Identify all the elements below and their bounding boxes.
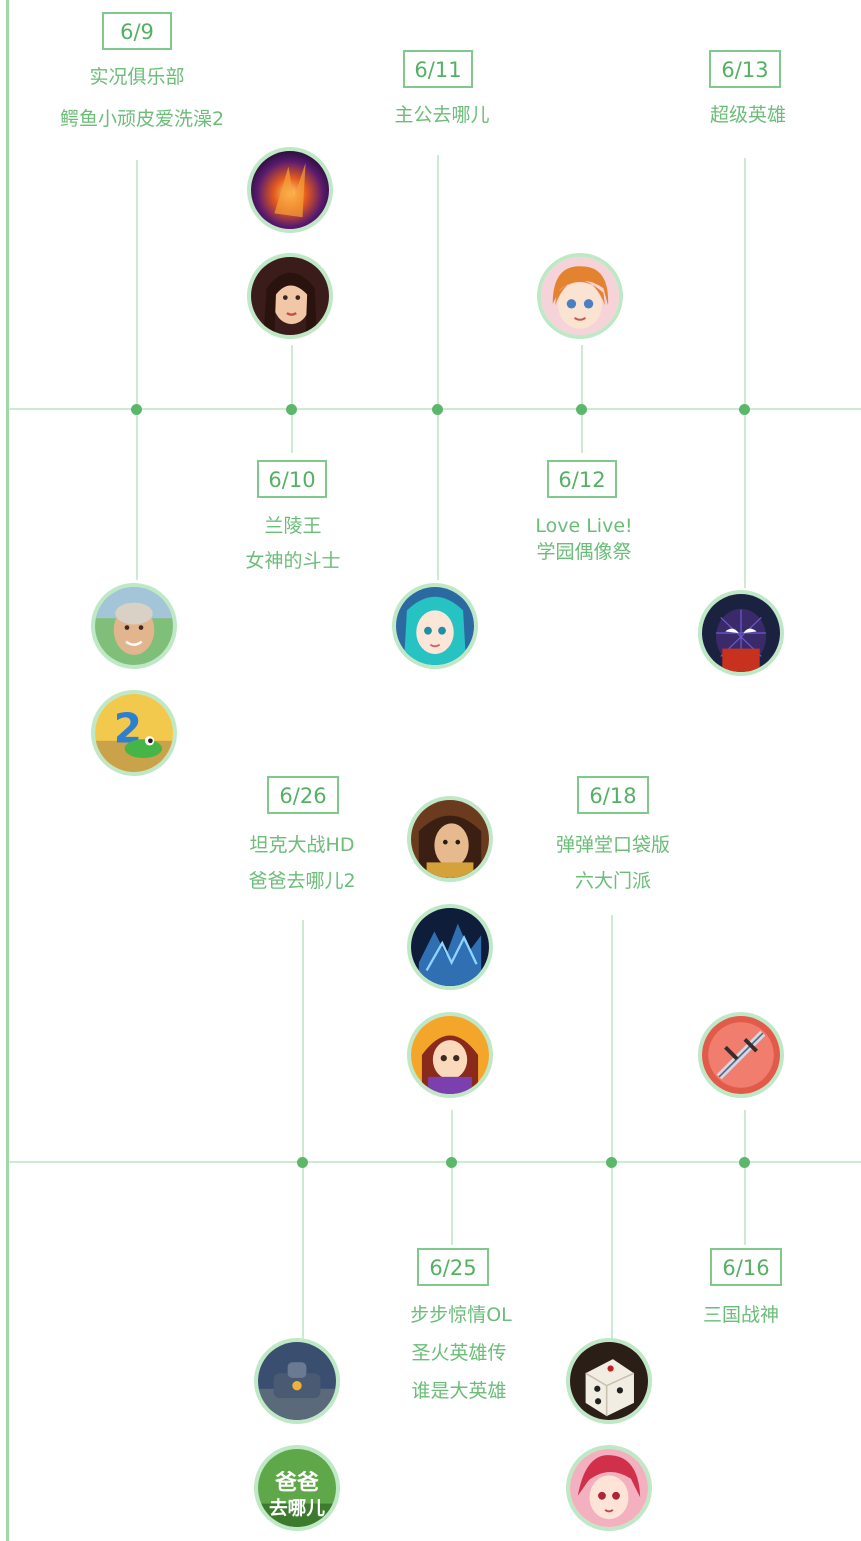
- date-badge: 6/16: [710, 1248, 782, 1286]
- connector-line: [581, 345, 583, 453]
- timeline-dot: [446, 1157, 457, 1168]
- game-icon[interactable]: [247, 253, 333, 339]
- date-badge: 6/11: [403, 50, 473, 88]
- game-name: 爸爸去哪儿2: [248, 870, 356, 892]
- game-icon[interactable]: 2: [91, 690, 177, 776]
- game-icon[interactable]: [537, 253, 623, 339]
- connector-line: [611, 915, 613, 1340]
- game-name: 步步惊情OL: [410, 1304, 512, 1326]
- date-badge: 6/9: [102, 12, 172, 50]
- timeline-dot: [297, 1157, 308, 1168]
- game-name: 谁是大英雄: [411, 1380, 507, 1402]
- date-badge: 6/12: [547, 460, 617, 498]
- connector-line: [744, 158, 746, 588]
- game-name: 鳄鱼小顽皮爱洗澡2: [59, 108, 225, 130]
- timeline-dot: [606, 1157, 617, 1168]
- date-badge: 6/13: [709, 50, 781, 88]
- connector-line: [302, 920, 304, 1340]
- timeline-left-edge: [6, 0, 9, 1541]
- connector-line: [437, 155, 439, 580]
- game-name: 六大门派: [574, 870, 651, 892]
- timeline-dot: [739, 1157, 750, 1168]
- connector-line: [451, 1110, 453, 1245]
- connector-line: [744, 1110, 746, 1245]
- game-name: 实况俱乐部: [89, 66, 185, 88]
- game-name: 弹弹堂口袋版: [555, 834, 670, 856]
- game-name: 兰陵王: [264, 515, 322, 537]
- game-icon[interactable]: [698, 590, 784, 676]
- timeline-dot: [739, 404, 750, 415]
- svg-text:去哪儿: 去哪儿: [269, 1498, 325, 1520]
- game-icon[interactable]: [91, 583, 177, 669]
- game-icon[interactable]: [566, 1445, 652, 1531]
- timeline-dot: [432, 404, 443, 415]
- game-icon[interactable]: [247, 147, 333, 233]
- game-icon[interactable]: [566, 1338, 652, 1424]
- game-name: 女神的斗士: [245, 550, 341, 572]
- date-badge: 6/26: [267, 776, 339, 814]
- date-badge: 6/18: [577, 776, 649, 814]
- game-icon[interactable]: [407, 796, 493, 882]
- game-name: 坦克大战HD: [249, 834, 355, 856]
- game-icon[interactable]: [698, 1012, 784, 1098]
- connector-line: [136, 160, 138, 580]
- date-badge: 6/10: [257, 460, 327, 498]
- game-name: Love Live!: [535, 515, 633, 537]
- game-name: 超级英雄: [709, 104, 786, 126]
- game-icon[interactable]: [392, 583, 478, 669]
- game-icon[interactable]: [254, 1338, 340, 1424]
- game-icon[interactable]: [407, 904, 493, 990]
- timeline-axis-row-2: [9, 1161, 861, 1163]
- timeline-dot: [131, 404, 142, 415]
- timeline-dot: [576, 404, 587, 415]
- game-name: 学园偶像祭: [536, 541, 632, 563]
- connector-line: [291, 345, 293, 453]
- game-name: 三国战神: [702, 1304, 779, 1326]
- timeline-dot: [286, 404, 297, 415]
- game-icon[interactable]: [407, 1012, 493, 1098]
- game-name: 主公去哪儿: [394, 104, 490, 126]
- game-name: 圣火英雄传: [411, 1342, 507, 1364]
- date-badge: 6/25: [417, 1248, 489, 1286]
- svg-text:爸爸: 爸爸: [274, 1470, 319, 1496]
- game-icon[interactable]: 爸爸去哪儿: [254, 1445, 340, 1531]
